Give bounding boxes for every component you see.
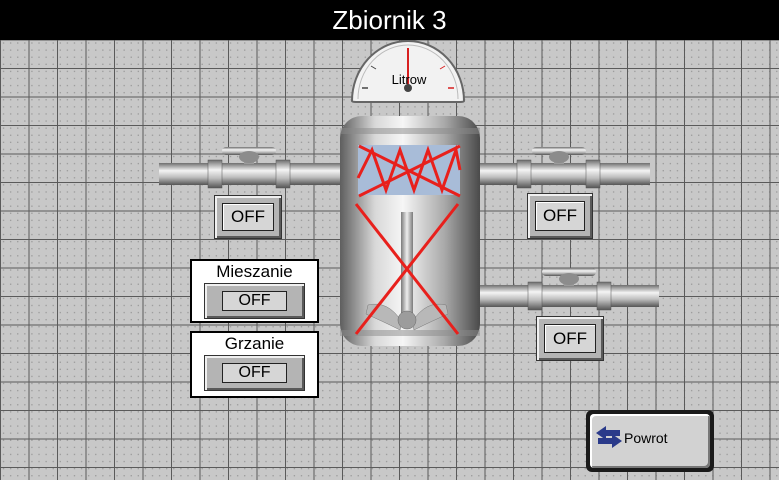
heater-label: Grzanie: [224, 334, 285, 353]
left-inlet-pipe: [159, 147, 341, 189]
right-outlet-valve-state: OFF: [544, 324, 596, 353]
right-outlet-valve-button[interactable]: OFF: [536, 316, 604, 361]
right-inlet-valve-state: OFF: [535, 201, 585, 231]
level-gauge: [350, 40, 466, 103]
mixer-toggle-button[interactable]: OFF: [204, 283, 305, 319]
mixer-panel: Mieszanie OFF: [190, 259, 319, 323]
gauge-label: Litrow: [391, 72, 427, 87]
heater-coil: [356, 144, 462, 195]
right-outlet-pipe: [478, 268, 659, 311]
swap-arrows-icon: [596, 426, 622, 448]
heater-toggle-button[interactable]: OFF: [204, 355, 305, 391]
left-inlet-valve-state: OFF: [222, 203, 274, 231]
page-title: Zbiornik 3: [0, 0, 779, 40]
tank: [340, 116, 480, 346]
left-inlet-valve-button[interactable]: OFF: [214, 195, 282, 239]
back-button-label: Powrot: [624, 430, 668, 446]
heater-panel: Grzanie OFF: [190, 331, 319, 398]
heater-state: OFF: [222, 363, 287, 383]
mixer-state: OFF: [222, 291, 287, 311]
fault-cross: [354, 203, 460, 335]
right-inlet-pipe: [470, 147, 650, 189]
right-inlet-valve-button[interactable]: OFF: [527, 193, 593, 239]
back-button[interactable]: Powrot: [586, 410, 714, 472]
mixer-label: Mieszanie: [216, 262, 293, 281]
fault-cross: [358, 144, 461, 198]
